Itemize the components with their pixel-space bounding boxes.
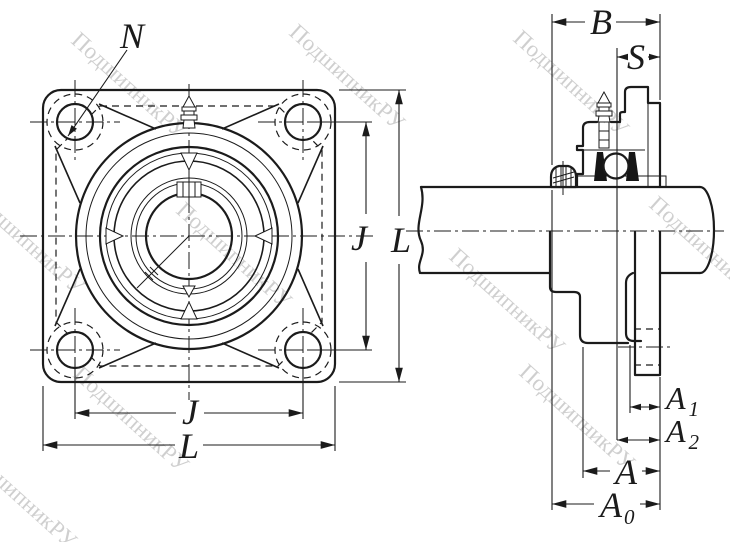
dim-n: N — [67, 16, 146, 137]
watermark-text: ПодшипникРУ — [445, 243, 571, 360]
dim-a: A — [582, 347, 660, 492]
dim-a-label: A — [613, 452, 638, 492]
dim-b-label: B — [590, 2, 612, 42]
watermark-text: ПодшипникРУ — [509, 25, 635, 142]
set-screw-knob — [549, 161, 578, 195]
set-screw-front — [176, 181, 202, 198]
dim-j-horizontal-label: J — [182, 392, 200, 432]
cast-ribs — [54, 103, 324, 369]
shaft-break-line — [417, 185, 424, 275]
dim-j-horizontal: J — [74, 357, 304, 432]
ball — [602, 152, 630, 180]
front-view: N J L J L — [20, 16, 411, 466]
dim-s-label: S — [627, 37, 645, 77]
dim-n-label: N — [119, 16, 146, 56]
dim-l-vertical-label: L — [390, 220, 411, 260]
dim-l-horizontal-label: L — [178, 426, 199, 466]
dim-a0: A0 — [552, 485, 660, 529]
bolt-hole-hidden-lines — [634, 328, 660, 366]
dim-l-vertical: L — [339, 89, 411, 383]
flange-lower-profile — [548, 230, 674, 377]
shaft-end-arc — [698, 185, 716, 275]
dim-s: S — [616, 37, 660, 440]
flange-outline — [41, 88, 337, 384]
dim-j-vertical: J — [307, 121, 372, 351]
grease-fitting-front-icon — [180, 94, 198, 129]
bore-diameter-line — [136, 235, 190, 289]
lube-notches — [105, 152, 273, 320]
seal-left — [594, 152, 607, 181]
dim-l-horizontal: L — [42, 386, 336, 466]
dim-a0-label: A0 — [598, 485, 635, 529]
watermark-text: ПодшипникРУ — [0, 437, 82, 542]
bolt-hole-top-right — [258, 80, 348, 164]
grease-fitting-side-icon — [595, 90, 613, 123]
dim-j-vertical-label: J — [351, 218, 369, 258]
watermark-text: ПодшипникРУ — [69, 361, 195, 478]
bearing-internals — [594, 152, 639, 181]
seal-right — [626, 152, 639, 181]
watermark-text: ПодшипникРУ — [645, 191, 730, 308]
bolt-hole-bottom-left — [30, 308, 120, 392]
housing-section — [575, 85, 667, 189]
